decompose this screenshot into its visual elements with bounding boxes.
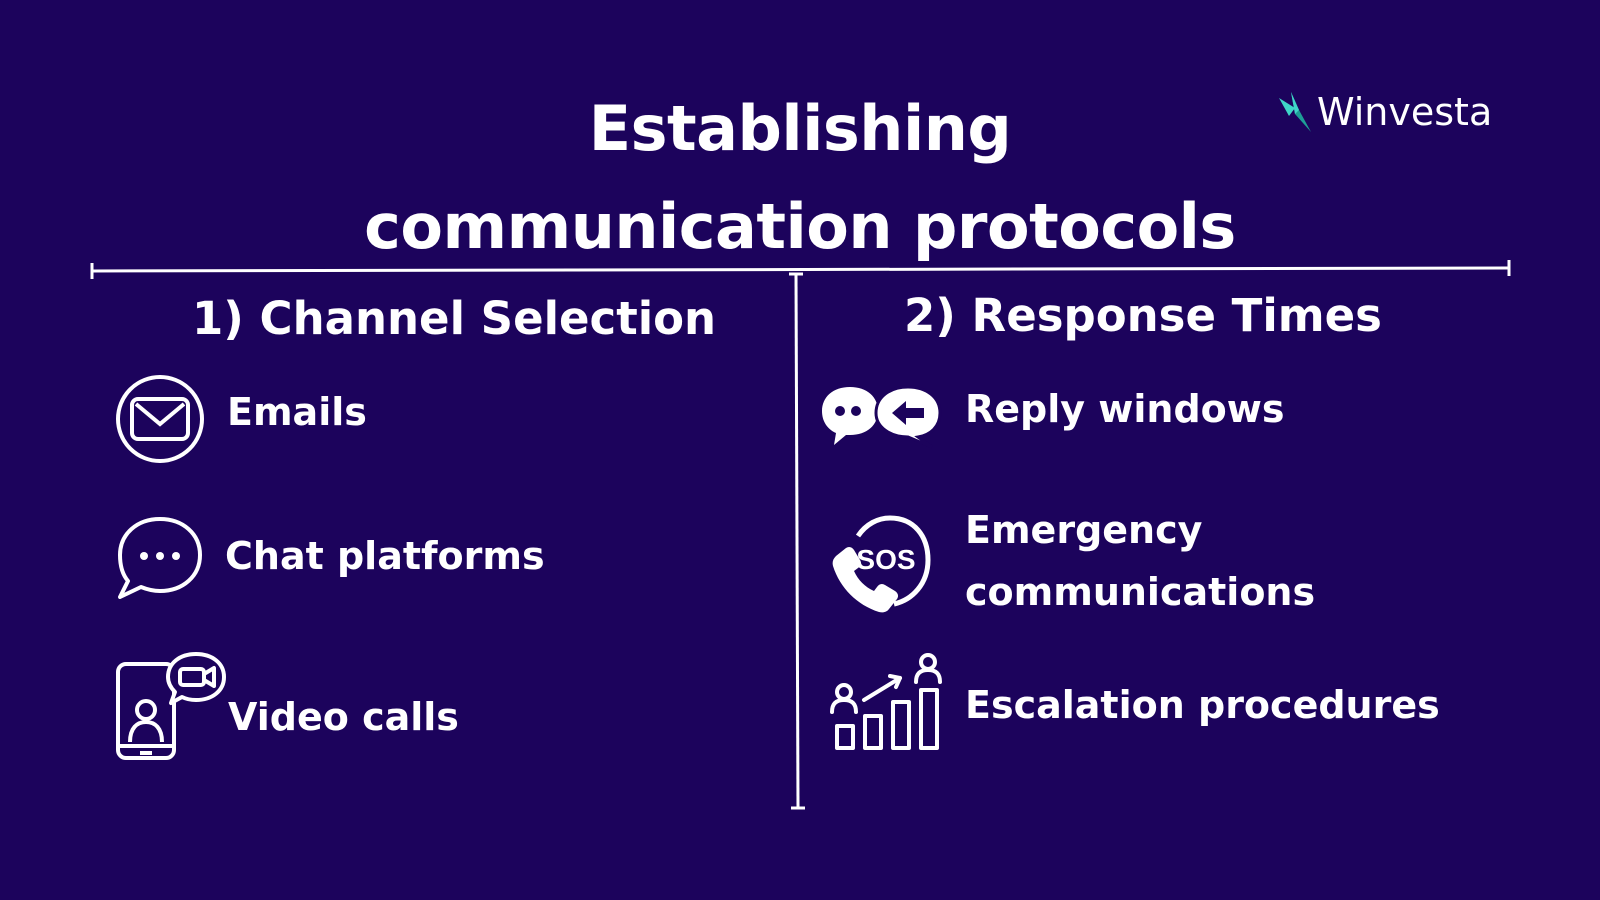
sos-phone-icon: SOS <box>832 515 931 613</box>
emergency-communications-text: Emergency communications <box>965 508 1316 614</box>
video-call-phone-icon <box>116 652 226 760</box>
channel-selection-heading: 1) Channel Selection <box>192 292 717 345</box>
video-calls-label: Video calls <box>228 695 459 739</box>
svg-text:SOS: SOS <box>856 544 915 575</box>
escalation-procedures-label: Escalation procedures <box>965 683 1440 727</box>
page-title: Establishing communication protocols <box>364 92 1236 263</box>
winvesta-mark-icon <box>1279 92 1311 132</box>
vertical-divider <box>794 273 800 809</box>
emergency-communications-label: Emergency communications <box>965 499 1345 623</box>
brand-logo: Winvesta <box>1275 88 1525 136</box>
chat-platforms-label: Chat platforms <box>225 534 545 578</box>
reply-windows-label: Reply windows <box>965 387 1285 431</box>
logo-wordmark: Winvesta <box>1317 90 1493 134</box>
response-times-heading: 2) Response Times <box>904 289 1382 342</box>
chat-bubble-icon <box>118 517 202 599</box>
emails-label: Emails <box>227 390 367 434</box>
reply-bubbles-icon <box>822 385 942 449</box>
horizontal-divider <box>91 266 1510 273</box>
escalation-chart-icon <box>830 653 942 750</box>
envelope-icon <box>116 375 204 463</box>
